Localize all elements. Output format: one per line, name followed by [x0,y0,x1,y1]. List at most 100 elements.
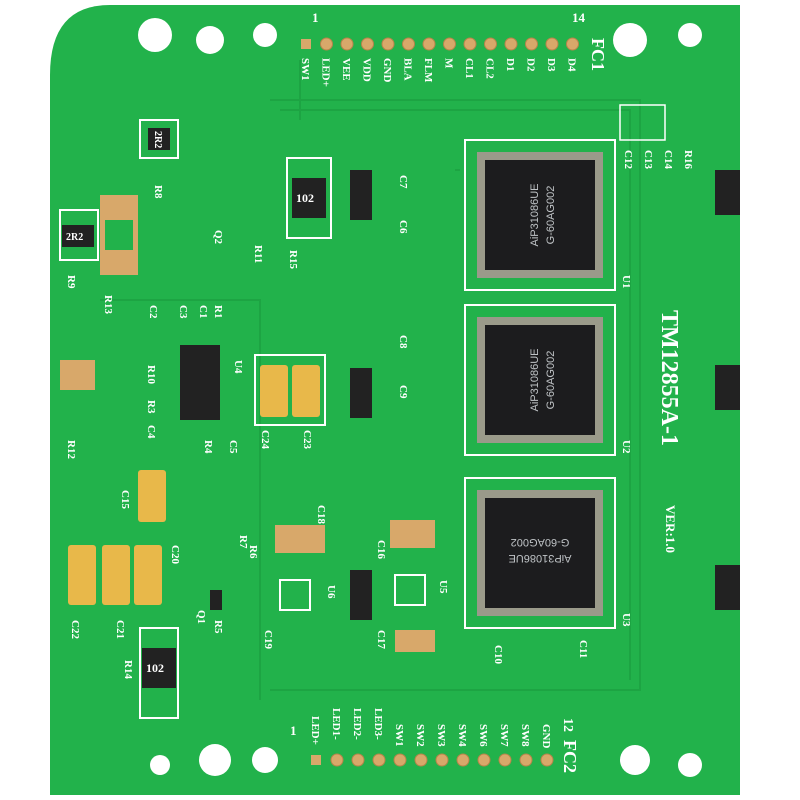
pin [477,753,491,767]
board-model: TM12855A-1 [656,310,682,446]
traces [100,60,641,700]
connector-fc1-pins [301,37,579,51]
chip-text-1: AiP31086UE [509,552,572,564]
pin [484,37,497,51]
ref-r8: R8 [152,185,164,199]
ref-c18: C18 [315,505,327,524]
chip-text-2: G-60AG002 [511,536,570,548]
fc2-label: FC2 [560,740,580,773]
ref-r12: R12 [65,440,77,459]
pin [340,37,354,51]
pin [361,37,374,51]
pin-label: GND [381,58,393,83]
pin-label: VDD [361,58,373,82]
smd-components [59,104,740,719]
r15-marking: 102 [296,191,314,205]
r9-marking: 2R2 [66,232,83,243]
pin [414,753,428,767]
ref-c21: C21 [114,620,126,639]
pin-label: LED1- [330,708,342,740]
ref-c9: C9 [397,385,409,399]
pin [545,37,559,51]
ref-r14: R14 [122,660,134,679]
pin-label: D2 [525,58,537,72]
ref-r4: R4 [202,440,214,454]
pin-label: VEE [340,58,352,81]
pin [498,753,512,767]
pin [381,37,395,51]
chip-ref: U1 [620,275,632,288]
ref-r3: R3 [145,400,157,414]
fc1-pin1-label: 1 [312,10,319,25]
fc2-pin1-label: 1 [290,723,297,738]
ref-c12: C12 [622,150,634,169]
pin [320,37,333,51]
r8-marking: 2R2 [152,131,163,148]
pin-label: D1 [504,58,516,71]
ref-c5: C5 [227,440,239,454]
ref-r9: R9 [65,275,77,289]
chip-text-1: AiP31086UE [529,184,541,247]
ref-c20: C20 [169,545,181,564]
pin-label: SW1 [299,58,311,81]
ref-c3: C3 [177,305,189,319]
chip-text-2: G-60AG002 [545,186,557,245]
ref-r16: R16 [682,150,694,169]
pin [372,753,386,767]
ref-r6: R6 [247,545,259,559]
ref-c19: C19 [262,630,274,649]
pin-label: SW4 [456,724,468,747]
pin [456,753,470,767]
pin [504,37,518,51]
pin-label: SW7 [498,724,510,747]
pin-label: SW1 [393,724,405,747]
ref-c2: C2 [147,305,159,319]
pin-label: D4 [566,58,578,72]
ref-q2: Q2 [212,230,224,245]
ref-c22: C22 [69,620,81,639]
pin-label: SW3 [435,724,447,747]
pin [435,753,449,767]
ref-r7: R7 [237,535,249,549]
pin-label: CL2 [484,58,496,79]
ref-c1: C1 [197,305,209,318]
pin [351,753,365,767]
pin-label: LED2- [351,708,363,740]
pin [566,37,579,51]
ref-c23: C23 [301,430,313,449]
ref-c10: C10 [492,645,504,664]
chip-text-2: G-60AG002 [545,351,557,410]
pin-label: SW6 [477,724,489,747]
pin-label: LED+ [309,716,321,745]
fc1-label: FC1 [588,38,608,71]
pin-label: LED+ [320,58,332,87]
pin-label: LED3- [372,708,384,740]
ref-r1: R1 [212,305,224,318]
ref-c6: C6 [397,220,409,234]
pin-label: BLA [402,58,414,81]
ref-u4: U4 [232,360,244,374]
ref-u6: U6 [325,585,337,599]
pin-label: CL1 [463,58,475,79]
mounting-holes [138,18,702,777]
fc2-pin12-label: 12 [560,718,575,732]
ref-c4: C4 [145,425,157,439]
fc1-pin14-label: 14 [572,10,586,25]
ref-q1: Q1 [195,610,207,624]
pin-label: M [443,58,455,69]
pin [463,37,477,51]
pin [540,753,554,767]
pin-square [311,755,321,765]
connector-fc2-pins [311,753,554,767]
chip-text-1: AiP31086UE [529,349,541,412]
pin [525,37,538,51]
pin-label: D3 [545,58,557,72]
ref-c24: C24 [259,430,271,449]
pin [402,37,415,51]
chip-ref: U2 [620,440,632,454]
